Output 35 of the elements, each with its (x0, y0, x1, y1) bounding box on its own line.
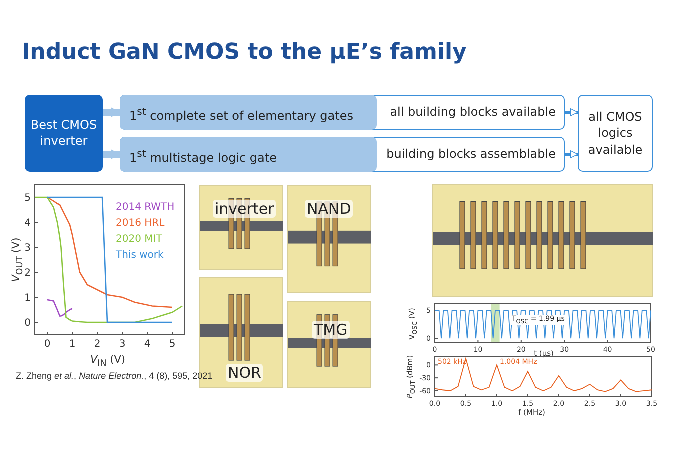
photo-label: NOR (226, 364, 264, 382)
box-heading: 1$^{st}$ complete set of elementary gates (120, 94, 376, 130)
series-label: 2016 HRL (116, 218, 165, 229)
arrow (565, 108, 578, 116)
citation: Z. Zheng et al., Nature Electron., 4 (8), 595, 2021 (15, 371, 214, 381)
tick-label: 1 (24, 293, 31, 304)
photo-label: TMG (312, 321, 350, 339)
result-box: all CMOS logics available (578, 95, 653, 172)
tick-label: 3 (24, 243, 31, 254)
tick-label: 0 (24, 318, 31, 329)
process-box: Best CMOS inverter (25, 95, 103, 172)
axis-title: V$_{IN}$ (V) (90, 354, 126, 370)
tick-label: 0 (44, 339, 51, 350)
tick-label: 5 (24, 193, 31, 204)
photo-label: inverter (213, 200, 276, 218)
box-heading: 1$^{st}$ multistage logic gate (120, 136, 376, 172)
series-label: 2020 MIT (116, 234, 162, 245)
slide-title: Induct GaN CMOS to the µE’s family (22, 40, 467, 65)
tick-label: 2 (24, 268, 31, 279)
tick-label: 4 (24, 218, 31, 229)
box-text: building blocks assemblable (386, 146, 556, 163)
tick-label: 1 (69, 339, 76, 350)
arrow (565, 150, 578, 158)
series-label: This work (116, 250, 164, 261)
process-box (120, 95, 565, 130)
process-box (120, 137, 565, 172)
series-label: 2014 RWTH (116, 202, 175, 213)
tick-label: 2 (94, 339, 101, 350)
arrow (103, 108, 121, 118)
tick-label: 5 (169, 339, 176, 350)
box-text: all building blocks available (390, 104, 556, 121)
photo-label: NAND (305, 200, 354, 218)
arrow (103, 150, 121, 160)
tick-label: 4 (144, 339, 151, 350)
tick-label: 3 (119, 339, 126, 350)
